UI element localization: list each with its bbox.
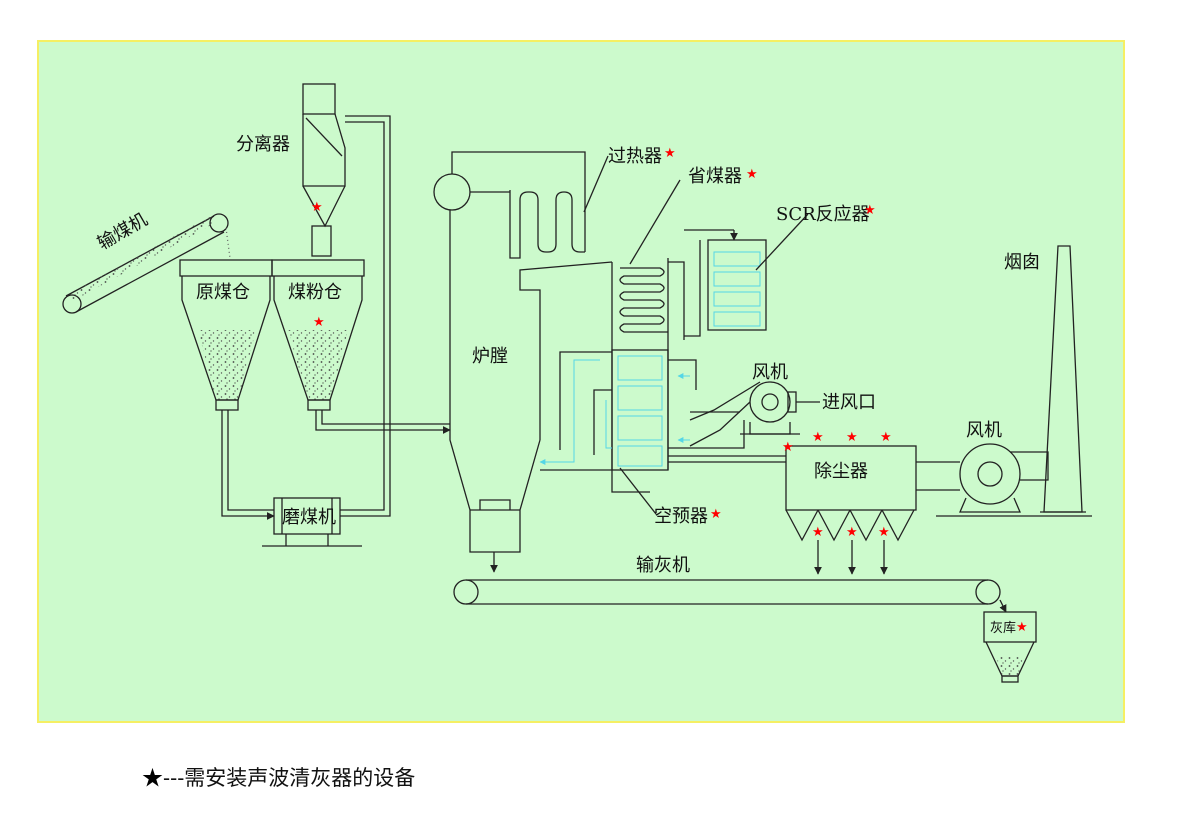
star-dust-collector-4: ★ (880, 430, 892, 445)
label-ash-conveyor: 输灰机 (636, 555, 690, 576)
label-chimney: 烟囱 (1004, 252, 1040, 273)
star-dust-collector-3: ★ (846, 430, 858, 445)
label-dust-collector: 除尘器 (814, 461, 868, 482)
inlet-fan (689, 381, 820, 447)
star-economizer: ★ (746, 167, 758, 182)
diagram-background (37, 40, 1125, 723)
star-pulverized-coal-bin: ★ (313, 315, 325, 330)
legend: ★---需安装声波清灰器的设备 (142, 762, 415, 792)
outlet-fan (936, 443, 1092, 517)
star-hopper-3: ★ (878, 525, 890, 540)
ash-silo (983, 611, 1037, 683)
scr-reactor (684, 229, 767, 337)
star-air-preheater: ★ (710, 507, 722, 522)
separator (302, 83, 391, 410)
dust-collector (785, 445, 960, 575)
label-fan-outlet: 风机 (966, 420, 1002, 441)
star-separator: ★ (311, 200, 323, 215)
label-air-inlet: 进风口 (822, 392, 876, 413)
label-economizer: 省煤器 (688, 166, 742, 187)
label-raw-coal-bin: 原煤仓 (196, 282, 250, 303)
star-scr-reactor: ★ (864, 203, 876, 218)
label-pulverized-coal-bin: 煤粉仓 (288, 282, 342, 303)
label-separator: 分离器 (236, 134, 290, 155)
legend-text: ---需安装声波清灰器的设备 (163, 766, 416, 790)
coal-mill (262, 497, 362, 547)
label-furnace: 炉膛 (472, 346, 508, 367)
pulverized-coal-bin (271, 259, 365, 411)
ash-conveyor (453, 579, 1007, 613)
label-air-preheater: 空预器 (654, 506, 708, 527)
air-preheater (539, 349, 786, 493)
chimney (1040, 245, 1086, 513)
label-superheater: 过热器 (608, 146, 662, 167)
legend-star-icon: ★ (142, 766, 163, 790)
star-superheater: ★ (664, 146, 676, 161)
star-dust-collector-2: ★ (812, 430, 824, 445)
star-hopper-1: ★ (812, 525, 824, 540)
star-hopper-2: ★ (846, 525, 858, 540)
coal-conveyor (62, 213, 231, 314)
label-fan-inlet: 风机 (752, 362, 788, 383)
label-coal-mill: 磨煤机 (282, 507, 336, 528)
label-ash-silo: 灰库 (990, 620, 1016, 636)
economizer (619, 261, 685, 340)
star-ash-silo: ★ (1016, 620, 1028, 635)
star-dust-collector-1: ★ (782, 440, 794, 455)
label-scr-reactor: SCR反应器 (776, 204, 870, 225)
